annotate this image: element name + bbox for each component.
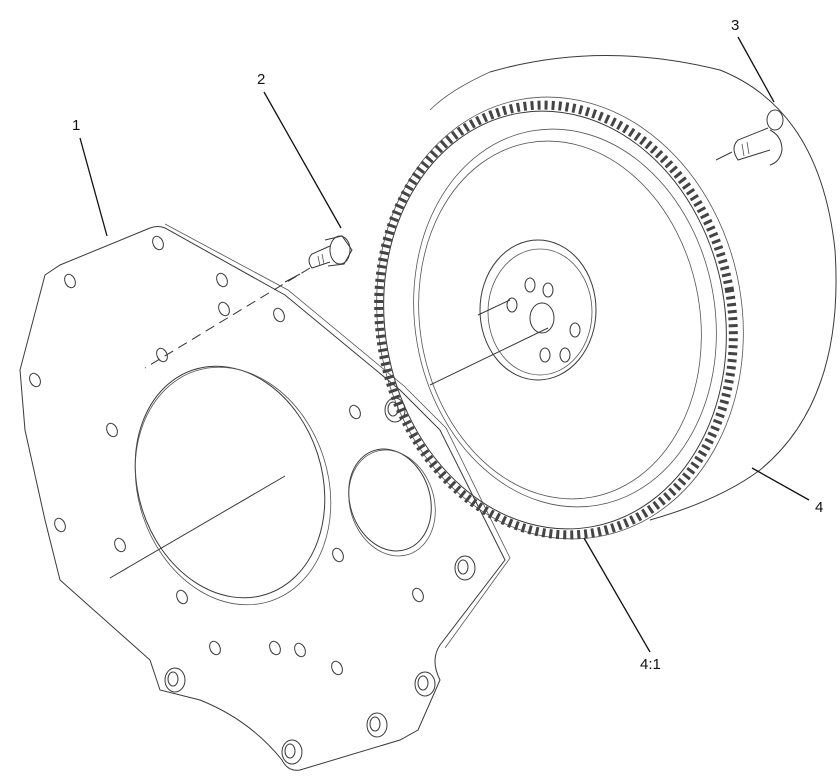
adapter-plate bbox=[19, 223, 511, 771]
callout-1: 1 bbox=[72, 117, 81, 134]
plate-bolt bbox=[144, 235, 353, 369]
flywheel bbox=[374, 55, 837, 540]
callout-3: 3 bbox=[731, 17, 740, 34]
callout-4: 4 bbox=[815, 499, 824, 516]
leader-lines bbox=[79, 36, 810, 653]
callout-4-1: 4:1 bbox=[640, 656, 661, 673]
callout-2: 2 bbox=[257, 71, 266, 88]
